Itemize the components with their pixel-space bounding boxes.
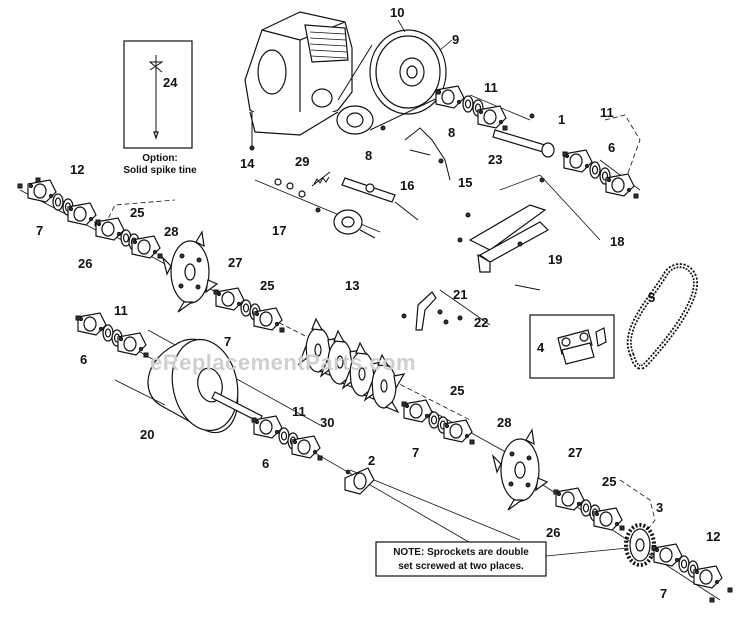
callout-27: 27: [228, 255, 242, 270]
callout-13: 13: [345, 278, 359, 293]
bearing-group-center: [213, 287, 285, 333]
option-title: Option:: [142, 153, 178, 164]
bracket-line-right: [604, 114, 641, 196]
mount-bracket: [457, 177, 549, 291]
callout-7c: 7: [412, 445, 419, 460]
wheel-20: [114, 338, 263, 434]
callout-25c: 25: [450, 383, 464, 398]
drive-chain: [626, 263, 698, 370]
callout-2: 2: [368, 453, 375, 468]
callout-24: 24: [163, 75, 178, 90]
callout-16: 16: [400, 178, 414, 193]
callout-4: 4: [537, 340, 545, 355]
tine-plate-upper: [162, 231, 218, 313]
callout-22: 22: [474, 315, 488, 330]
bearing-group-lower-right: [553, 487, 625, 531]
chain-link-inset: 4: [529, 314, 615, 379]
callout-6: 6: [608, 140, 615, 155]
callout-18: 18: [610, 234, 624, 249]
note-box: NOTE: Sprockets are double set screwed a…: [375, 541, 547, 577]
callout-20: 20: [140, 427, 154, 442]
callout-29: 29: [295, 154, 309, 169]
callout-7: 7: [36, 223, 43, 238]
callout-25: 25: [130, 205, 144, 220]
callout-26b: 26: [546, 525, 560, 540]
note-line-2: set screwed at two places.: [398, 561, 524, 572]
latch-21-22: [401, 291, 463, 331]
option-subtitle: Solid spike tine: [123, 165, 197, 176]
callout-3: 3: [656, 500, 663, 515]
callout-11: 11: [484, 80, 498, 95]
callout-8b: 8: [448, 125, 455, 140]
callout-27b: 27: [568, 445, 582, 460]
callout-30: 30: [320, 415, 334, 430]
callout-8: 8: [365, 148, 372, 163]
callout-11c: 11: [114, 303, 128, 318]
lever-linkage: [404, 127, 451, 181]
callout-21: 21: [453, 287, 467, 302]
callout-15: 15: [458, 175, 472, 190]
callout-7b: 7: [224, 334, 231, 349]
callout-14: 14: [240, 156, 255, 171]
upper-left-bearing-group: [17, 177, 100, 227]
callout-11b: 11: [600, 105, 614, 120]
engine: [244, 11, 353, 151]
bracket-line-lower: [619, 479, 656, 541]
callout-25d: 25: [602, 474, 616, 489]
pulley-belt: [336, 29, 447, 135]
callout-17: 17: [272, 223, 286, 238]
callout-6b: 6: [80, 352, 87, 367]
bearing-group-right-center: [401, 399, 475, 445]
callout-12: 12: [70, 162, 84, 177]
callout-5: 5: [648, 290, 655, 305]
shaft-23: [492, 113, 555, 158]
callout-19: 19: [548, 252, 562, 267]
callout-28b: 28: [497, 415, 511, 430]
callout-9: 9: [452, 32, 459, 47]
watermark: eReplacementParts.com: [150, 350, 416, 375]
callout-23: 23: [488, 152, 502, 167]
callout-7d: 7: [660, 586, 667, 601]
callout-26: 26: [78, 256, 92, 271]
lower-bearing-group: [251, 415, 323, 461]
callout-10: 10: [390, 5, 404, 20]
hub-2: [344, 467, 375, 495]
callout-6c: 6: [262, 456, 269, 471]
bearing-group-25-26: [95, 217, 163, 259]
left-bearing-group: [75, 312, 149, 358]
option-box: 24: [123, 40, 193, 149]
callout-11d: 11: [292, 404, 306, 419]
tine-plate-lower: [492, 429, 548, 511]
idler-group: [274, 171, 419, 239]
callout-1: 1: [558, 112, 565, 127]
callout-25b: 25: [260, 278, 274, 293]
right-bearing-group: [562, 149, 639, 199]
callout-28: 28: [164, 224, 178, 239]
sprocket-3: [624, 523, 656, 567]
callout-12b: 12: [706, 529, 720, 544]
note-line-1: NOTE: Sprockets are double: [393, 547, 529, 558]
